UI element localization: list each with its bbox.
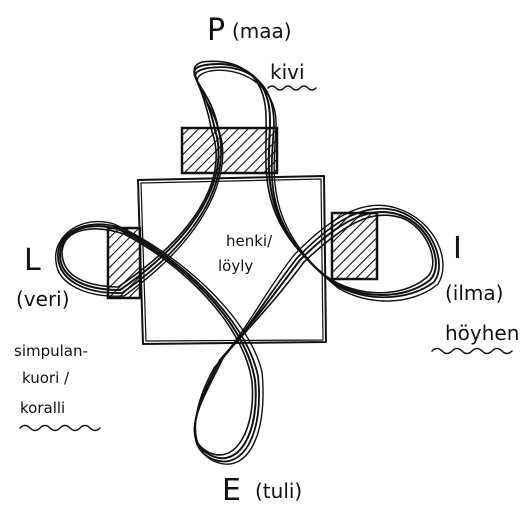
underline-top-symbol xyxy=(268,86,316,90)
center-text-line-1: henki/ xyxy=(226,232,273,250)
center-text-line-2: löyly xyxy=(218,257,253,275)
label-left-element: (veri) xyxy=(16,287,70,311)
underline-left-symbol xyxy=(20,426,100,431)
label-bottom-element: (tuli) xyxy=(255,479,302,503)
label-right-letter: I xyxy=(453,231,462,266)
label-left-letter: L xyxy=(24,243,41,278)
label-left-symbol-line-1: simpulan- xyxy=(14,342,88,360)
label-right-symbol: höyhen xyxy=(445,321,519,345)
hatched-block-top xyxy=(182,128,277,173)
label-top-letter: P xyxy=(207,13,225,48)
underline-right-symbol xyxy=(432,349,512,354)
label-left-symbol-line-3: koralli xyxy=(20,399,65,417)
label-top-symbol: kivi xyxy=(270,60,305,84)
label-bottom-letter: E xyxy=(222,473,241,508)
label-right-element: (ilma) xyxy=(445,281,503,305)
label-top-element: (maa) xyxy=(232,19,292,43)
label-left-symbol-line-2: kuori / xyxy=(22,369,70,387)
